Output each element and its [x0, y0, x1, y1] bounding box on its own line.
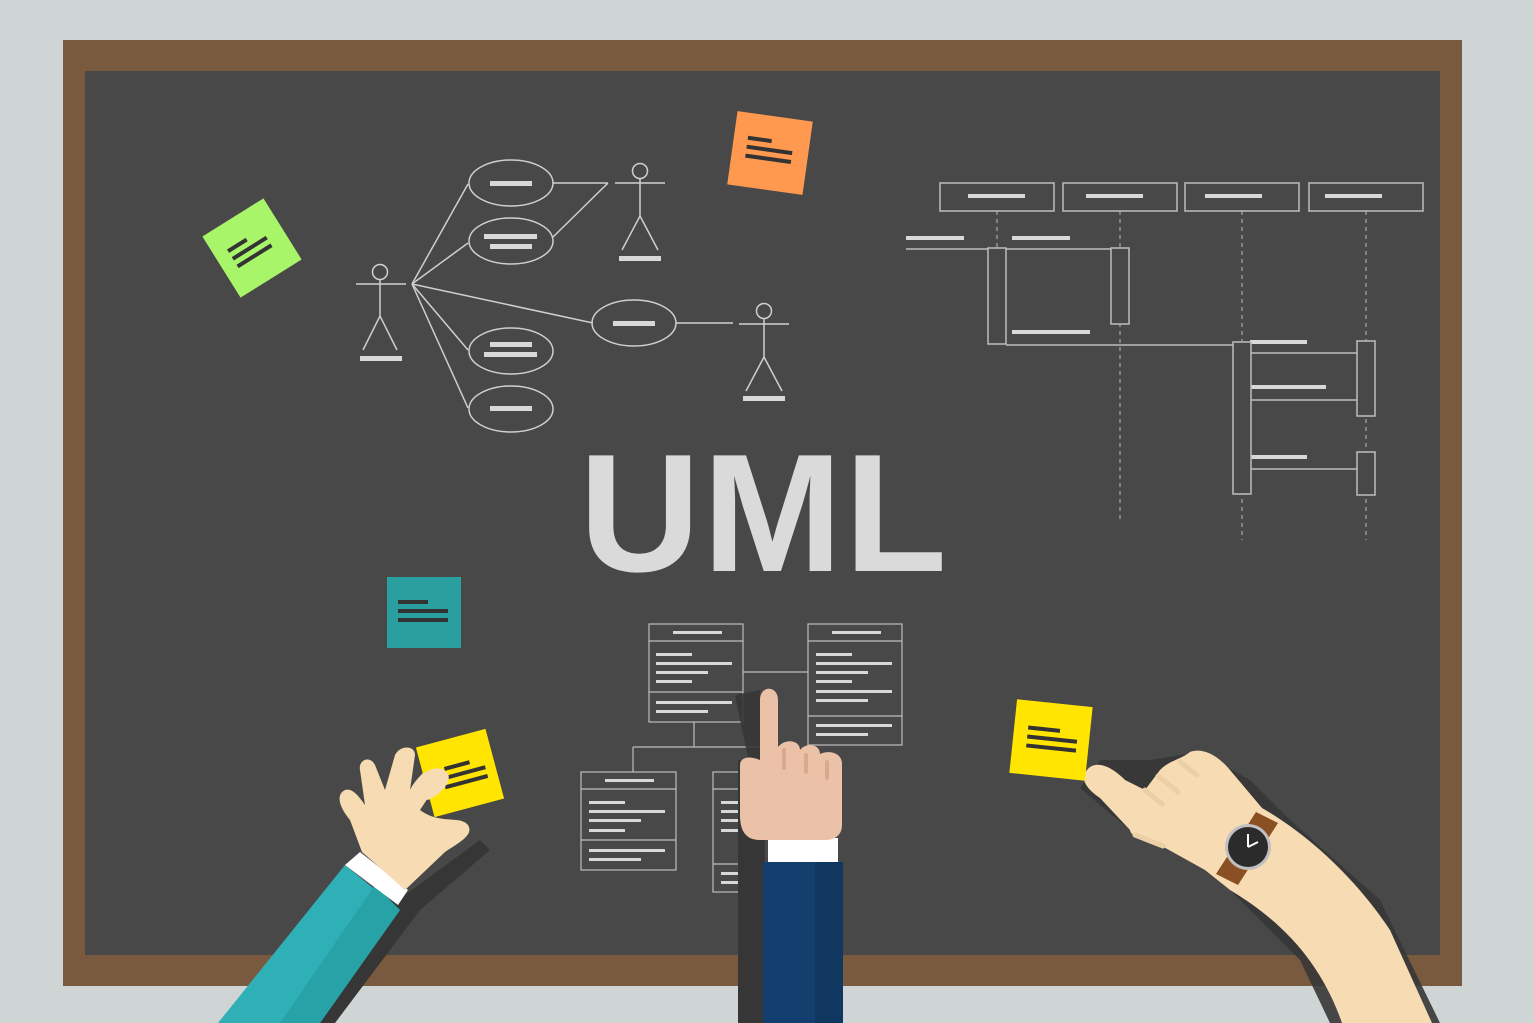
sticky-note-teal — [387, 577, 461, 648]
class-box — [807, 623, 903, 746]
left-hand-holding-note — [218, 747, 490, 1023]
actor-icon — [615, 162, 665, 251]
sticky-note-yellow-left — [415, 728, 505, 818]
sticky-note-yellow-right — [1009, 699, 1093, 781]
wristwatch-icon — [1216, 812, 1278, 885]
sticky-note-orange — [727, 111, 813, 195]
board-title: UML — [579, 419, 949, 607]
sticky-note-green — [202, 198, 302, 298]
class-box — [580, 771, 677, 871]
left-hand-thumb — [410, 768, 449, 800]
use-case-diagram — [356, 159, 789, 433]
class-box — [648, 623, 744, 723]
actor-icon — [356, 263, 406, 351]
center-hand-pointing — [735, 688, 843, 1023]
actor-icon — [739, 302, 789, 392]
right-hand-pointing — [1080, 750, 1440, 1023]
sequence-diagram — [906, 182, 1424, 540]
